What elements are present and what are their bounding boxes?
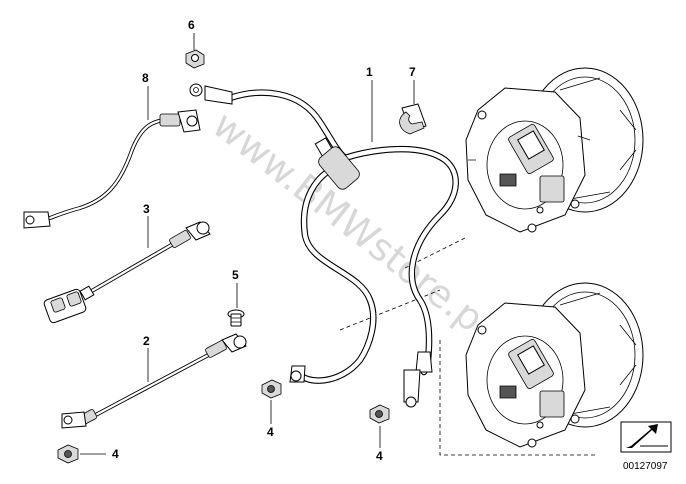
alternator-top: [465, 67, 644, 233]
callout-5: 5: [232, 268, 239, 282]
alternator-bottom: [465, 282, 644, 448]
callout-1: 1: [366, 65, 373, 79]
nut-part-4-b: [369, 404, 390, 424]
callout-7: 7: [409, 65, 416, 79]
callout-2: 2: [143, 334, 150, 348]
callout-4-c: 4: [112, 447, 119, 461]
callout-4-a: 4: [267, 425, 274, 439]
clip-part-7: [399, 103, 427, 135]
callout-8: 8: [142, 71, 149, 85]
callout-4-b: 4: [376, 449, 383, 463]
callout-3: 3: [143, 202, 150, 216]
nut-part-4-a: [261, 379, 282, 399]
arrow-corner-icon: [620, 421, 672, 453]
callout-6: 6: [188, 18, 195, 32]
cable-part-3: [43, 221, 211, 324]
part-number: 00127097: [623, 461, 668, 472]
cable-part-1: [189, 83, 459, 408]
nut-part-4-c: [57, 444, 79, 464]
cable-part-8: [23, 109, 201, 229]
bolt-part-5: [227, 309, 245, 327]
cable-part-2: [61, 333, 247, 429]
watermark-text: www.BMWstore.pl: [204, 102, 500, 347]
nut-part-6: [185, 49, 205, 69]
